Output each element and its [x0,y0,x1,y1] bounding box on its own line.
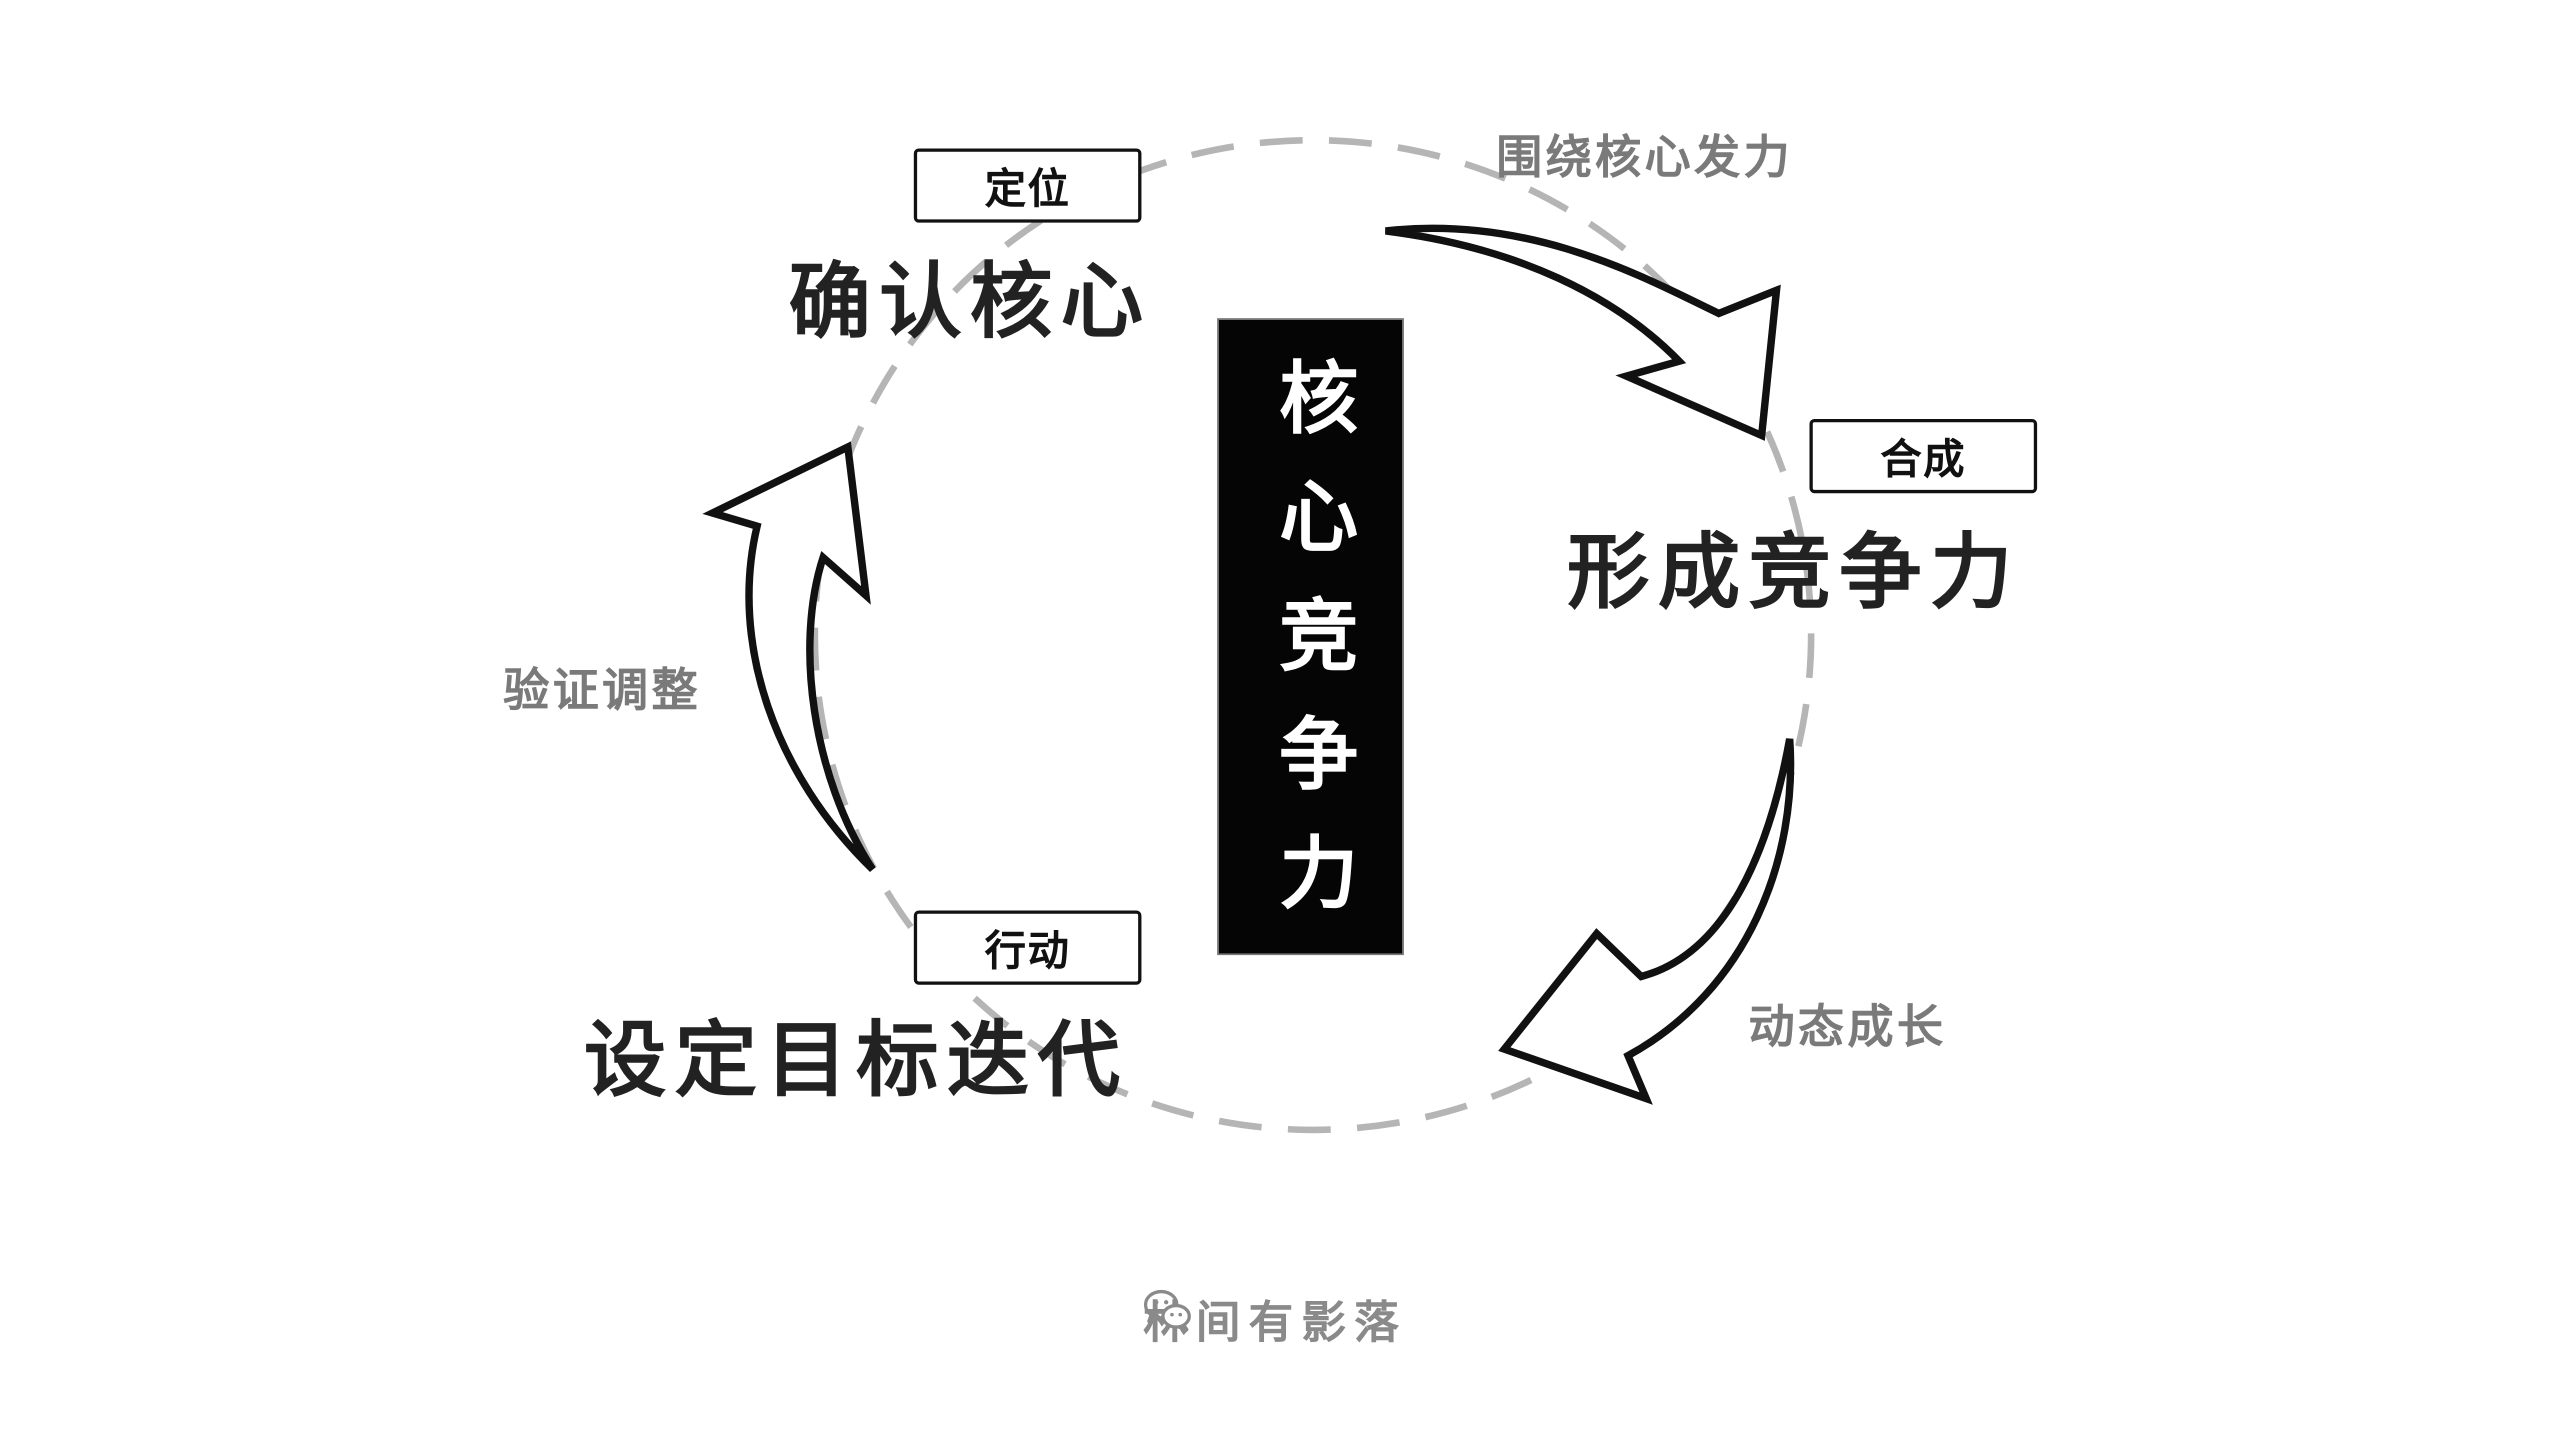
arrow-to-core [702,441,876,872]
focus-core-label: 围绕核心发力 [1496,130,1794,185]
dynamic-growth-label: 动态成长 [1748,999,1947,1055]
form-competitiveness-title: 形成竞争力 [1567,524,2021,621]
center-box: 核心竞争力 [1217,318,1404,956]
center-title: 核心竞争力 [1264,356,1357,951]
synthesis-tag: 合成 [1809,418,2038,494]
dashed-cycle-circle [811,136,1815,1134]
action-tag: 行动 [913,910,1142,985]
wechat-icon [1143,1289,1191,1332]
confirm-core-title: 确认核心 [788,254,1152,350]
arrow-to-target [1498,738,1795,1105]
set-goals-iterate-title: 设定目标迭代 [583,1012,1129,1109]
footer-watermark: 林间有影落 [1143,1287,1407,1351]
positioning-tag: 定位 [913,148,1142,223]
arrow-to-forming [1385,224,1781,441]
verify-adjust-label: 验证调整 [503,663,702,718]
